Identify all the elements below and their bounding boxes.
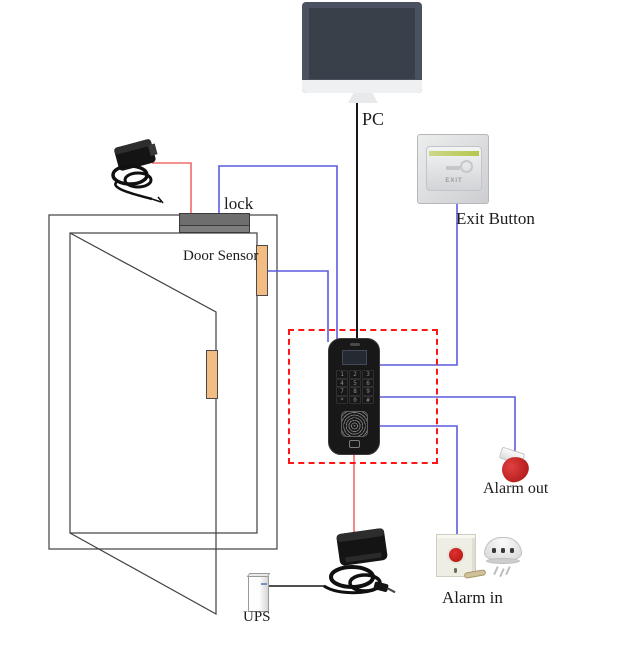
keypad-key: 9 (362, 387, 374, 396)
power-adapter-graphic (323, 528, 396, 595)
wires (152, 103, 516, 587)
door-handle-icon (206, 350, 218, 399)
pc-monitor-icon (302, 2, 422, 93)
wire-power-to-lock (152, 162, 192, 213)
wire-controller-to-alarmout (379, 396, 516, 453)
lock-band (180, 225, 249, 232)
panic-button-icon (436, 534, 476, 577)
keypad-key: 6 (362, 378, 374, 387)
ups-icon (246, 573, 271, 612)
monitor-stand (348, 93, 378, 103)
detector-slot (492, 548, 496, 553)
keypad-key: # (362, 395, 374, 404)
controller-dashed-zone (288, 329, 438, 464)
detector-slot (501, 548, 505, 553)
key-icon (446, 166, 460, 170)
wire-controller-to-alarmin (379, 425, 458, 535)
door-frame-outer (48, 214, 278, 550)
ups-accent-stripe (261, 583, 267, 585)
lock-power-adapter-icon (100, 133, 170, 208)
wire-doorsensor-to-controller (268, 270, 329, 342)
controller-keypad: 1 2 3 4 5 6 7 8 9 * 0 # (336, 370, 374, 404)
keypad-key: 5 (349, 378, 361, 387)
ups-top-face (246, 573, 271, 577)
power-adapter-graphic (111, 139, 164, 204)
ups-label: UPS (243, 609, 271, 625)
smoke-wave (493, 566, 499, 575)
keypad-key: 0 (349, 395, 361, 404)
keypad-key: 1 (336, 370, 348, 379)
door-frame-inner (69, 232, 258, 534)
keypad-key: 4 (336, 378, 348, 387)
card-swipe-icon (349, 440, 360, 448)
smoke-detector-rim (486, 558, 520, 564)
keypad-key: 2 (349, 370, 361, 379)
door-drawing (48, 214, 278, 616)
panic-red-button (447, 546, 465, 564)
smoke-wave (505, 566, 511, 575)
controller-power-adapter-icon (310, 525, 400, 605)
dahua-logo (350, 343, 360, 346)
smoke-wave (499, 568, 505, 577)
exit-button-text: EXIT (445, 178, 463, 184)
alarm-in-label: Alarm in (442, 588, 503, 607)
keypad-key: 7 (336, 387, 348, 396)
door-sensor-label: Door Sensor (183, 248, 259, 264)
exit-button-label: Exit Button (456, 209, 535, 228)
keypad-key: 3 (362, 370, 374, 379)
pc-label: PC (362, 109, 385, 129)
open-door-panel (69, 232, 217, 616)
controller-screen (342, 350, 367, 365)
wire-lock-to-controller (218, 165, 338, 342)
monitor-screen (309, 8, 415, 79)
lock-label: lock (224, 194, 254, 213)
access-controller-icon: 1 2 3 4 5 6 7 8 9 * 0 # (328, 338, 380, 455)
door-sensor-icon (256, 245, 268, 296)
exit-button-panel: EXIT (426, 146, 482, 191)
wire-exitbutton-to-controller (379, 203, 458, 366)
monitor-chin (302, 80, 422, 93)
smoke-detector-icon (483, 536, 523, 578)
fingerprint-reader-icon (341, 411, 368, 437)
exit-button-icon: EXIT (417, 134, 489, 204)
detector-slot (510, 548, 514, 553)
exit-button-green-stripe (429, 151, 479, 156)
alarm-out-label: Alarm out (483, 480, 549, 497)
key-ring-icon (460, 160, 473, 173)
door-lock-icon (179, 213, 250, 233)
keypad-key: 8 (349, 387, 361, 396)
keypad-key: * (336, 395, 348, 404)
panic-keyhole (454, 568, 457, 573)
